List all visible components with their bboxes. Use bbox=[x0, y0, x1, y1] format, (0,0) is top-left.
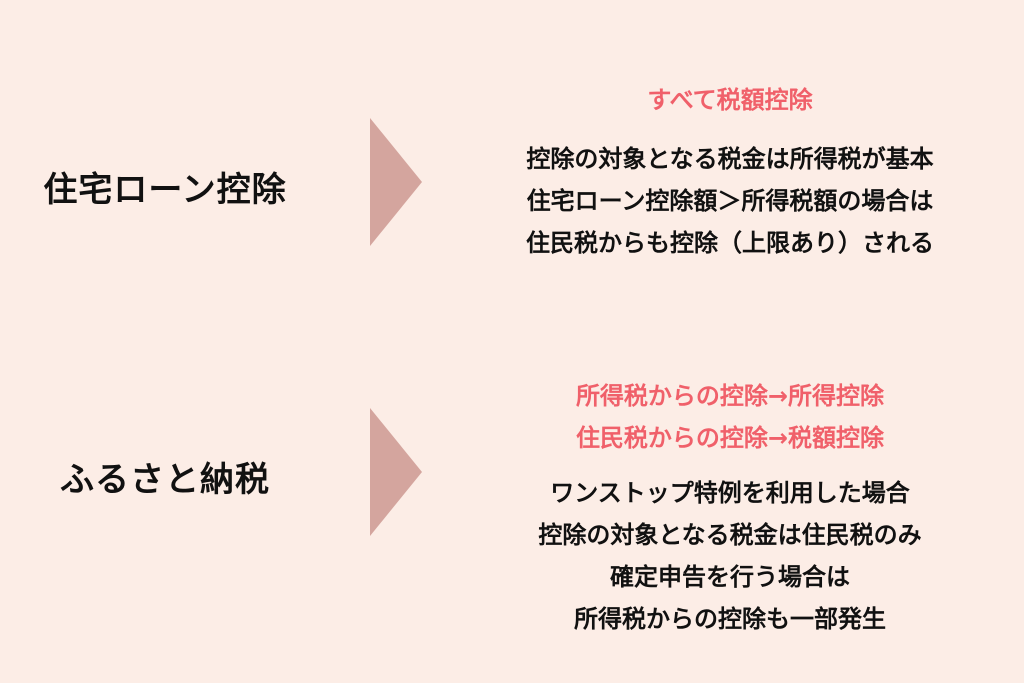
chevron-right-icon bbox=[370, 118, 422, 246]
term-label: ふるさと納税 bbox=[60, 460, 270, 500]
description-line: ワンストップ特例を利用した場合 bbox=[550, 479, 910, 507]
description-block: すべて税額控除 控除の対象となる税金は所得税が基本 住宅ローン控除額＞所得税額の… bbox=[440, 82, 1020, 264]
highlight-text: 所得税からの控除→所得控除 bbox=[575, 382, 885, 410]
term-label: 住宅ローン控除 bbox=[43, 170, 287, 210]
highlight-text: すべて税額控除 bbox=[647, 86, 813, 114]
description-line: 控除の対象となる税金は所得税が基本 bbox=[526, 145, 934, 173]
highlight-text: 住民税からの控除→税額控除 bbox=[575, 424, 885, 452]
chevron-right-icon bbox=[370, 408, 422, 536]
description-line: 住宅ローン控除額＞所得税額の場合は bbox=[526, 187, 934, 215]
description-block: 所得税からの控除→所得控除 住民税からの控除→税額控除 ワンストップ特例を利用し… bbox=[440, 378, 1020, 640]
description-line: 所得税からの控除も一部発生 bbox=[574, 605, 886, 633]
description-line: 住民税からも控除（上限あり）される bbox=[526, 229, 934, 257]
description-line: 確定申告を行う場合は bbox=[610, 563, 850, 591]
description-line: 控除の対象となる税金は住民税のみ bbox=[538, 521, 922, 549]
